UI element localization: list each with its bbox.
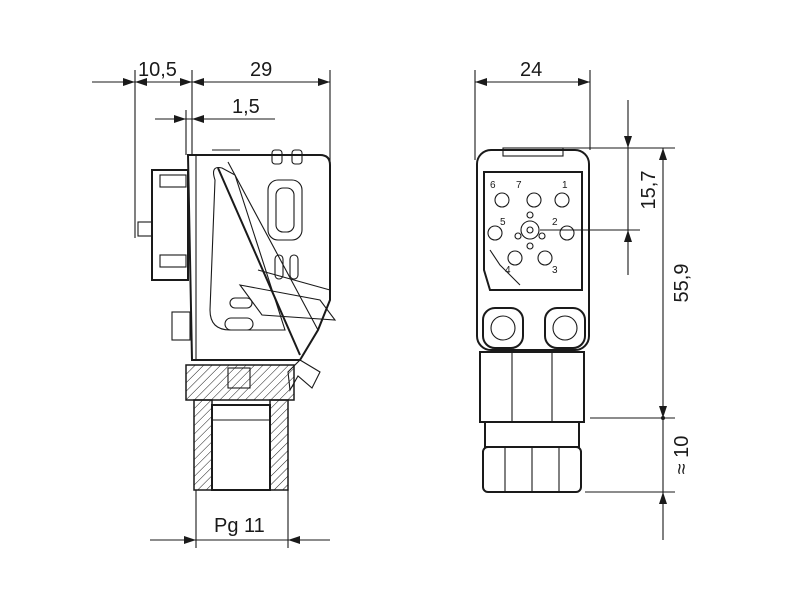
dim-body-width-label: 29 bbox=[250, 59, 272, 81]
dim-thread-label: Pg 11 bbox=[214, 515, 265, 537]
pin-label: 4 bbox=[505, 265, 511, 276]
dim-flange-label: 1,5 bbox=[232, 96, 260, 118]
pin-label: 2 bbox=[552, 217, 558, 228]
dim-offset-label: 10,5 bbox=[138, 59, 177, 81]
front-view: 1 2 3 4 5 6 7 bbox=[474, 70, 675, 540]
dim-insert-height-label: 15,7 bbox=[638, 171, 660, 210]
pin-label: 7 bbox=[516, 180, 522, 191]
side-view bbox=[92, 70, 337, 548]
dim-front-width-label: 24 bbox=[520, 59, 542, 81]
pin-label: 1 bbox=[562, 180, 568, 191]
dim-cable-length-label: ≈ 10 bbox=[671, 436, 693, 475]
pin-label: 3 bbox=[552, 265, 558, 276]
pin-label: 5 bbox=[500, 217, 506, 228]
dim-total-height-label: 55,9 bbox=[671, 264, 693, 303]
pin-label: 6 bbox=[490, 180, 496, 191]
